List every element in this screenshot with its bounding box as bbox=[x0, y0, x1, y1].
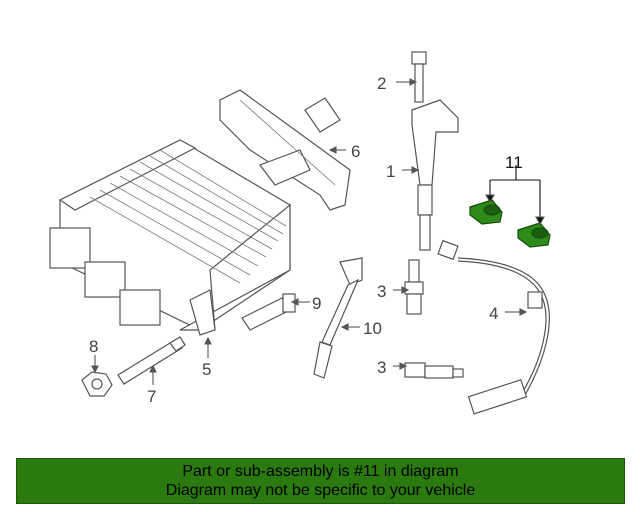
bolt bbox=[411, 51, 427, 103]
callout-3-lower: 3 bbox=[377, 358, 386, 377]
callout-4: 4 bbox=[489, 304, 498, 323]
ignition-coil bbox=[411, 99, 459, 251]
sensor-lead bbox=[437, 239, 550, 415]
sensor-9 bbox=[241, 293, 296, 331]
leader-lines bbox=[91, 78, 545, 385]
callout-1: 1 bbox=[386, 162, 395, 181]
knock-sensor-left bbox=[469, 199, 503, 225]
callout-5: 5 bbox=[202, 360, 211, 379]
spark-plug-lower bbox=[404, 362, 464, 379]
nut bbox=[81, 371, 113, 397]
callout-2: 2 bbox=[377, 74, 386, 93]
banner-line-1: Part or sub-assembly is #11 in diagram bbox=[182, 463, 459, 480]
info-banner: Part or sub-assembly is #11 in diagram D… bbox=[16, 458, 625, 504]
coil-extension bbox=[313, 257, 363, 379]
spark-plug-upper bbox=[404, 259, 424, 315]
ecu-module bbox=[49, 139, 291, 336]
banner-line-2: Diagram may not be specific to your vehi… bbox=[165, 482, 476, 499]
callout-6: 6 bbox=[351, 142, 360, 161]
callout-11: 11 bbox=[505, 153, 523, 172]
callout-9: 9 bbox=[312, 294, 321, 313]
callout-7: 7 bbox=[147, 387, 156, 406]
callout-10: 10 bbox=[363, 319, 382, 338]
knock-sensor-right bbox=[517, 222, 551, 248]
callout-3-upper: 3 bbox=[377, 282, 386, 301]
bracket bbox=[219, 89, 351, 211]
callout-8: 8 bbox=[89, 337, 98, 356]
glow-plug bbox=[117, 336, 186, 385]
